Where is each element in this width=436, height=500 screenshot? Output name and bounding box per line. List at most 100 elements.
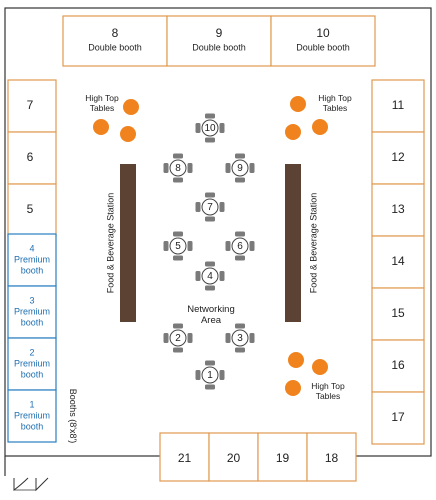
chair-icon [173, 323, 183, 329]
right-booths: 11 12 13 14 15 16 17 [371, 79, 425, 445]
round-table-with-chairs-icon [169, 329, 187, 347]
chair-icon [225, 241, 231, 251]
entrance-door-icon [13, 477, 49, 492]
chair-icon [249, 333, 255, 343]
booth-14: 14 [371, 235, 425, 289]
booth-number: 10 [316, 26, 330, 40]
chair-icon [235, 255, 245, 261]
chair-icon [173, 153, 183, 159]
booth-number: 6 [27, 150, 34, 164]
chair-icon [173, 177, 183, 183]
station-label-right: Food & Beverage Station [308, 193, 318, 294]
high-top-table-icon [93, 119, 109, 135]
chair-icon [225, 333, 231, 343]
booth-number: 4 [29, 243, 34, 253]
booth-11: 11 [371, 79, 425, 133]
table-3: 3 [225, 323, 255, 353]
booth-7: 7 [7, 79, 57, 133]
booth-number: 14 [391, 254, 405, 268]
booth-17: 17 [371, 391, 425, 445]
table-8: 8 [163, 153, 193, 183]
chair-icon [235, 347, 245, 353]
high-top-table-icon [312, 119, 328, 135]
booth-21: 21 [159, 432, 210, 482]
chair-icon [219, 370, 225, 380]
table-number: 3 [237, 333, 243, 344]
booth-18: 18 [306, 432, 357, 482]
chair-icon [205, 113, 215, 119]
round-table-with-chairs-icon [201, 366, 219, 384]
chair-icon [173, 347, 183, 353]
high-top-table-icon [312, 359, 328, 375]
chair-icon [205, 384, 215, 390]
booth-number: 9 [216, 26, 223, 40]
chair-icon [219, 123, 225, 133]
table-7: 7 [195, 192, 225, 222]
chair-icon [249, 163, 255, 173]
chair-icon [225, 163, 231, 173]
chair-icon [205, 216, 215, 222]
booth-19: 19 [257, 432, 308, 482]
chair-icon [205, 285, 215, 291]
table-9: 9 [225, 153, 255, 183]
chair-icon [187, 241, 193, 251]
booth-16: 16 [371, 339, 425, 393]
chair-icon [205, 137, 215, 143]
high-top-table-icon [285, 380, 301, 396]
booth-12: 12 [371, 131, 425, 185]
booth-number: 16 [391, 358, 405, 372]
booth-number: 1 [29, 399, 34, 409]
chair-icon [235, 231, 245, 237]
table-10: 10 [195, 113, 225, 143]
booth-type: Double booth [88, 42, 142, 52]
chair-icon [195, 370, 201, 380]
table-number: 8 [175, 163, 181, 174]
chair-icon [195, 123, 201, 133]
high-top-table-icon [120, 126, 136, 142]
chair-icon [235, 323, 245, 329]
booth-type: Premium [14, 254, 50, 264]
table-number: 2 [175, 333, 181, 344]
food-beverage-station-left: Food & Beverage Station [105, 164, 136, 322]
booth-type: booth [21, 265, 44, 275]
booth-number: 5 [27, 202, 34, 216]
booth-type: booth [21, 421, 44, 431]
booth-number: 11 [392, 98, 405, 112]
table-5: 5 [163, 231, 193, 261]
booth-13: 13 [371, 183, 425, 237]
booth-15: 15 [371, 287, 425, 341]
booth-number: 8 [112, 26, 119, 40]
booth-number: 18 [325, 451, 339, 465]
chair-icon [163, 163, 169, 173]
booth-number: 7 [27, 98, 34, 112]
chair-icon [205, 192, 215, 198]
booth-number: 12 [391, 150, 405, 164]
booth-type: Premium [14, 306, 50, 316]
high-top-table-icon [123, 99, 139, 115]
round-table-with-chairs-icon [201, 119, 219, 137]
table-number: 6 [237, 241, 243, 252]
booth-type: booth [21, 317, 44, 327]
table-1: 1 [195, 360, 225, 390]
high-top-tables [93, 96, 328, 396]
chair-icon [219, 202, 225, 212]
booth-6: 6 [7, 131, 57, 185]
premium-booths: 4Premiumbooth3Premiumbooth2Premiumbooth1… [7, 233, 57, 443]
round-table-with-chairs-icon [169, 159, 187, 177]
booth-number: 20 [227, 451, 241, 465]
chair-icon [187, 163, 193, 173]
bottom-booths: 21 20 19 18 [159, 432, 357, 482]
booth-type: Double booth [192, 42, 246, 52]
chair-icon [205, 261, 215, 267]
high-top-table-icon [290, 96, 306, 112]
chair-icon [249, 241, 255, 251]
round-table-with-chairs-icon [201, 267, 219, 285]
